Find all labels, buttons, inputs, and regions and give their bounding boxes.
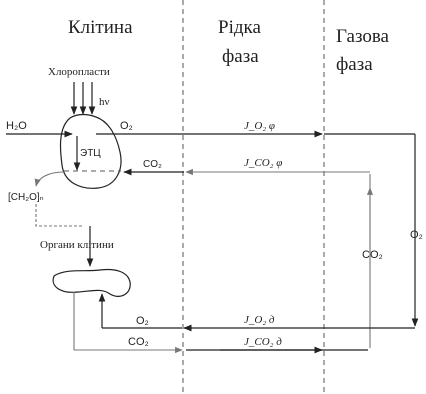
flux-j-co2-phi: J_CO₂ φ — [244, 157, 282, 169]
label-carbohydrate: [CH₂O]ₙ — [8, 192, 44, 203]
label-co2-bottom: CO₂ — [128, 336, 149, 348]
label-light-hv: hν — [99, 96, 110, 108]
column-header-cell: Клітина — [68, 17, 133, 38]
chloroplast-blob — [59, 113, 122, 189]
label-cell-organs: Органи клітини — [40, 239, 114, 251]
label-co2-mid: CO₂ — [143, 159, 162, 170]
label-water: H₂O — [6, 120, 27, 132]
column-header-gas-2: фаза — [336, 54, 373, 75]
carbohydrate-to-organs — [35, 204, 82, 227]
label-o2-bottom: O₂ — [136, 315, 149, 327]
label-etc: ЭТЦ — [80, 148, 101, 159]
label-o2-right: O₂ — [410, 229, 423, 241]
label-o2-top: O₂ — [120, 120, 133, 132]
column-header-liquid-1: Рідка — [218, 17, 261, 38]
label-chloroplasts: Хлоропласти — [48, 66, 110, 78]
carbohydrate-curve — [34, 171, 65, 187]
cell-organ-blob — [52, 268, 131, 297]
flux-j-o2-phi: J_O₂ φ — [244, 120, 275, 132]
label-co2-gas: CO₂ — [362, 249, 383, 261]
flux-j-co2-d: J_CO₂ д — [244, 336, 282, 348]
column-header-liquid-2: фаза — [222, 46, 259, 67]
flux-j-o2-d: J_O₂ д — [244, 314, 275, 326]
column-header-gas-1: Газова — [336, 26, 390, 47]
